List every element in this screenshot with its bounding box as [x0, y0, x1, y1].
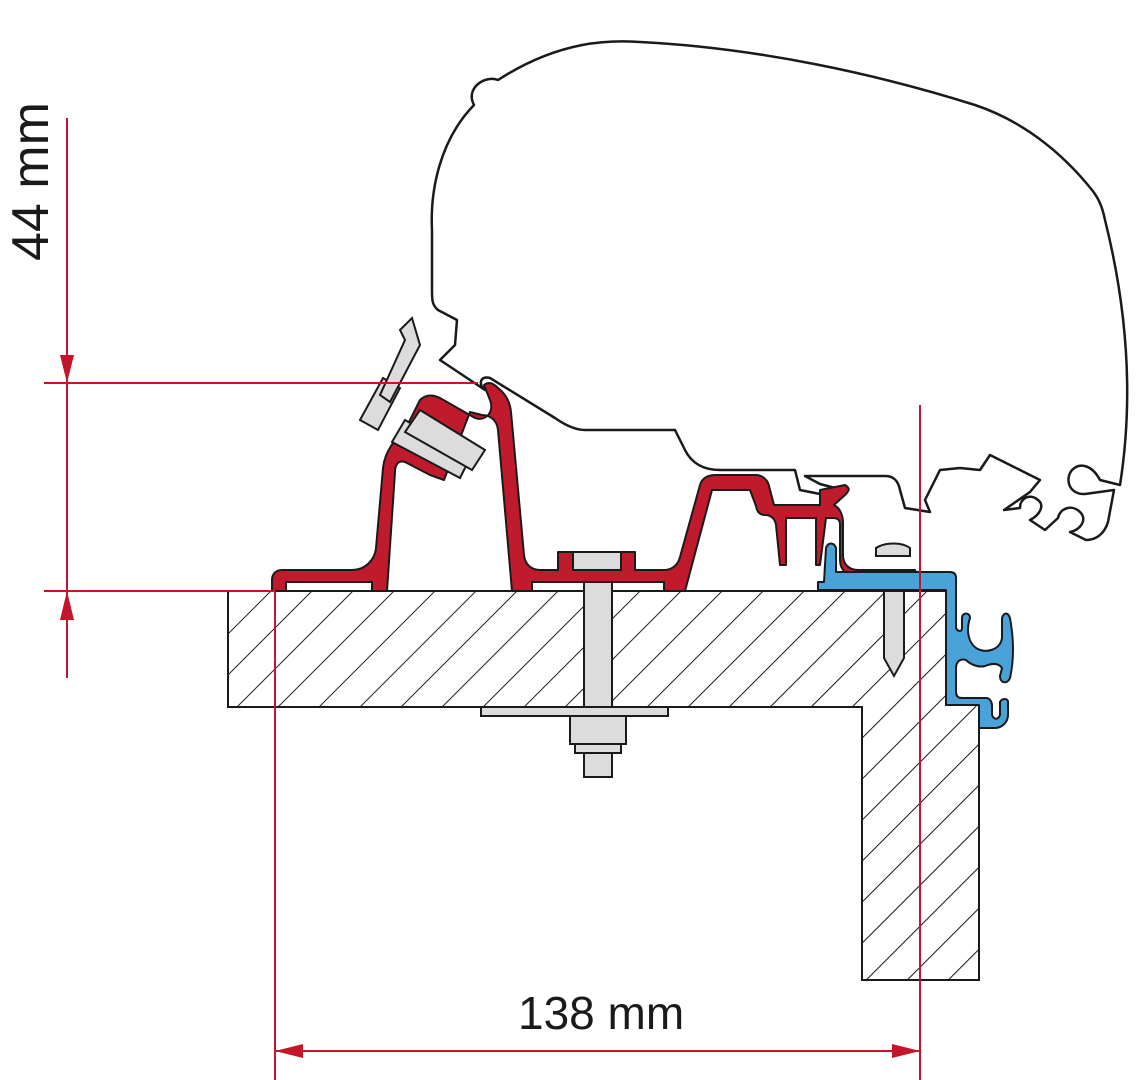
awning-case	[430, 40, 1129, 542]
dimension-lines	[44, 118, 921, 1080]
bolt	[480, 551, 669, 778]
height-dimension-label: 44 mm	[2, 102, 60, 261]
dimension-arrows	[60, 355, 920, 1058]
arrow-right-icon	[892, 1044, 920, 1058]
arrow-down-icon	[60, 355, 74, 383]
arrow-left-icon	[275, 1044, 303, 1058]
clamp-assembly	[358, 316, 487, 480]
blue-profile	[817, 542, 1014, 729]
width-dimension-label: 138 mm	[518, 987, 685, 1039]
screw	[875, 542, 911, 679]
arrow-up-icon	[60, 591, 74, 620]
